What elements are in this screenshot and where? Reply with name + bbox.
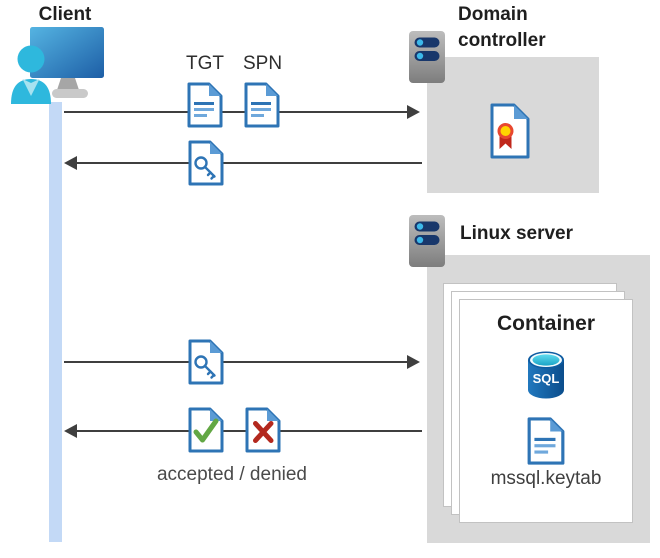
certificate-icon (490, 103, 530, 159)
tgt-label: TGT (186, 53, 224, 74)
domain-controller-label: Domain controller (458, 4, 546, 51)
arrow-client-to-domain-controller (64, 105, 420, 119)
accepted-denied-label: accepted / denied (156, 464, 307, 485)
server-icon (409, 215, 445, 267)
linux-server-label: Linux server (460, 223, 573, 244)
key-document-icon (188, 140, 224, 186)
check-document-icon (188, 407, 224, 453)
user-workstation-icon (11, 27, 104, 104)
key-document-icon (188, 339, 224, 385)
keytab-document-icon (527, 417, 565, 465)
client-lifeline (49, 102, 62, 542)
client-label: Client (38, 4, 92, 25)
sql-database-icon: SQL (528, 351, 564, 399)
keytab-label: mssql.keytab (490, 468, 602, 489)
x-document-icon (245, 407, 281, 453)
container-card-front (459, 299, 633, 523)
spn-document-icon (244, 82, 280, 128)
sql-icon-label: SQL (533, 371, 560, 386)
arrow-client-to-linux-server (64, 355, 420, 369)
tgt-document-icon (187, 82, 223, 128)
spn-label: SPN (243, 53, 283, 74)
arrow-domain-controller-to-client (64, 156, 422, 170)
container-label: Container (496, 312, 595, 335)
server-icon (409, 31, 445, 83)
